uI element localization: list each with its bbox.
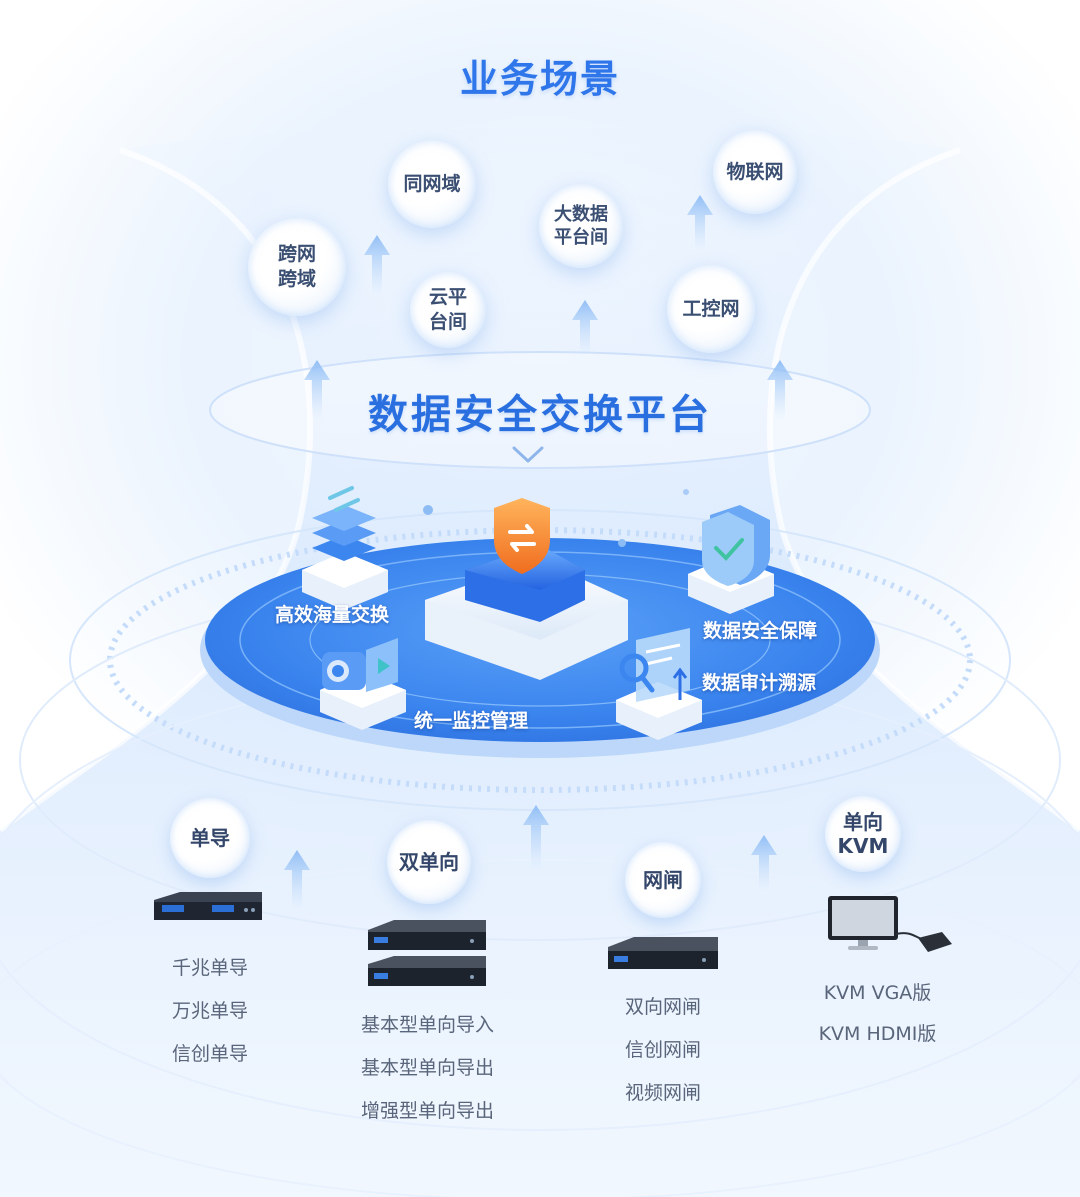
search-audit-icon xyxy=(616,628,702,740)
scenario-bubble-bigdata: 大数据 平台间 xyxy=(539,184,623,268)
scenario-bubble-iot: 物联网 xyxy=(713,130,797,214)
scenario-label: 同网域 xyxy=(403,172,461,195)
product-bubble-kvm: 单向 KVM xyxy=(825,796,901,872)
scenario-label: 物联网 xyxy=(726,160,784,183)
product-item: 增强型单向导出 xyxy=(360,1100,494,1122)
arrow-up-icon xyxy=(304,195,793,420)
product-bubble-single-guide: 单导 xyxy=(170,798,250,878)
product-bubble-dual-unidirectional: 双单向 xyxy=(387,820,471,904)
shield-exchange-icon xyxy=(494,498,550,574)
product-item: KVM VGA版 xyxy=(823,982,932,1004)
chevron-down-icon xyxy=(512,446,544,463)
page-title: 业务场景 xyxy=(459,57,620,101)
module-label-security: 数据安全保障 xyxy=(703,620,818,642)
product-label: 单导 xyxy=(190,826,230,850)
product-item: 万兆单导 xyxy=(171,1000,248,1022)
rack-device-image xyxy=(608,937,718,969)
product-items-gatekeeper: 双向网闸 信创网闸 视频网闸 xyxy=(598,992,728,1119)
scenario-label: 跨网 跨域 xyxy=(277,243,316,290)
scenario-bubble-cloud: 云平 台间 xyxy=(410,272,486,348)
product-label: 网闸 xyxy=(643,868,683,892)
product-item: 基本型单向导出 xyxy=(360,1057,494,1079)
shield-check-icon xyxy=(688,505,774,614)
scenario-label: 工控网 xyxy=(682,297,740,320)
product-label: 双单向 xyxy=(399,850,459,874)
product-item: 基本型单向导入 xyxy=(360,1014,494,1036)
product-label: 单向 KVM xyxy=(837,810,889,858)
rack-device-image xyxy=(368,920,486,986)
product-item: KVM HDMI版 xyxy=(818,1023,937,1045)
module-label-monitor: 统一监控管理 xyxy=(414,710,529,732)
product-item: 信创单导 xyxy=(171,1043,248,1065)
scenario-label: 云平 台间 xyxy=(428,286,467,333)
product-item: 双向网闸 xyxy=(624,996,701,1018)
scenario-bubble-cross-network: 跨网 跨域 xyxy=(248,218,346,316)
module-label-exchange: 高效海量交换 xyxy=(275,604,390,626)
product-items-single-guide: 千兆单导 万兆单导 信创单导 xyxy=(140,953,280,1080)
layers-exchange-icon xyxy=(302,486,388,610)
product-item: 视频网闸 xyxy=(624,1082,701,1104)
center-pedestal xyxy=(425,545,628,680)
module-label-audit: 数据审计溯源 xyxy=(702,672,817,694)
product-item: 信创网闸 xyxy=(624,1039,701,1061)
camera-monitor-icon xyxy=(320,638,406,730)
kvm-monitor-image xyxy=(828,896,952,952)
product-items-kvm: KVM VGA版 KVM HDMI版 xyxy=(800,978,955,1060)
platform-title: 数据安全交换平台 xyxy=(368,392,712,438)
rack-device-image xyxy=(154,892,262,920)
arrow-up-icon xyxy=(284,805,777,910)
product-item: 千兆单导 xyxy=(171,957,248,979)
product-bubble-gatekeeper: 网闸 xyxy=(625,842,701,918)
scenario-bubble-industrial: 工控网 xyxy=(667,265,755,353)
scenario-bubble-same-domain: 同网域 xyxy=(388,140,476,228)
product-items-dual-unidirectional: 基本型单向导入 基本型单向导出 增强型单向导出 xyxy=(340,1010,515,1137)
scenario-label: 大数据 平台间 xyxy=(554,204,608,248)
